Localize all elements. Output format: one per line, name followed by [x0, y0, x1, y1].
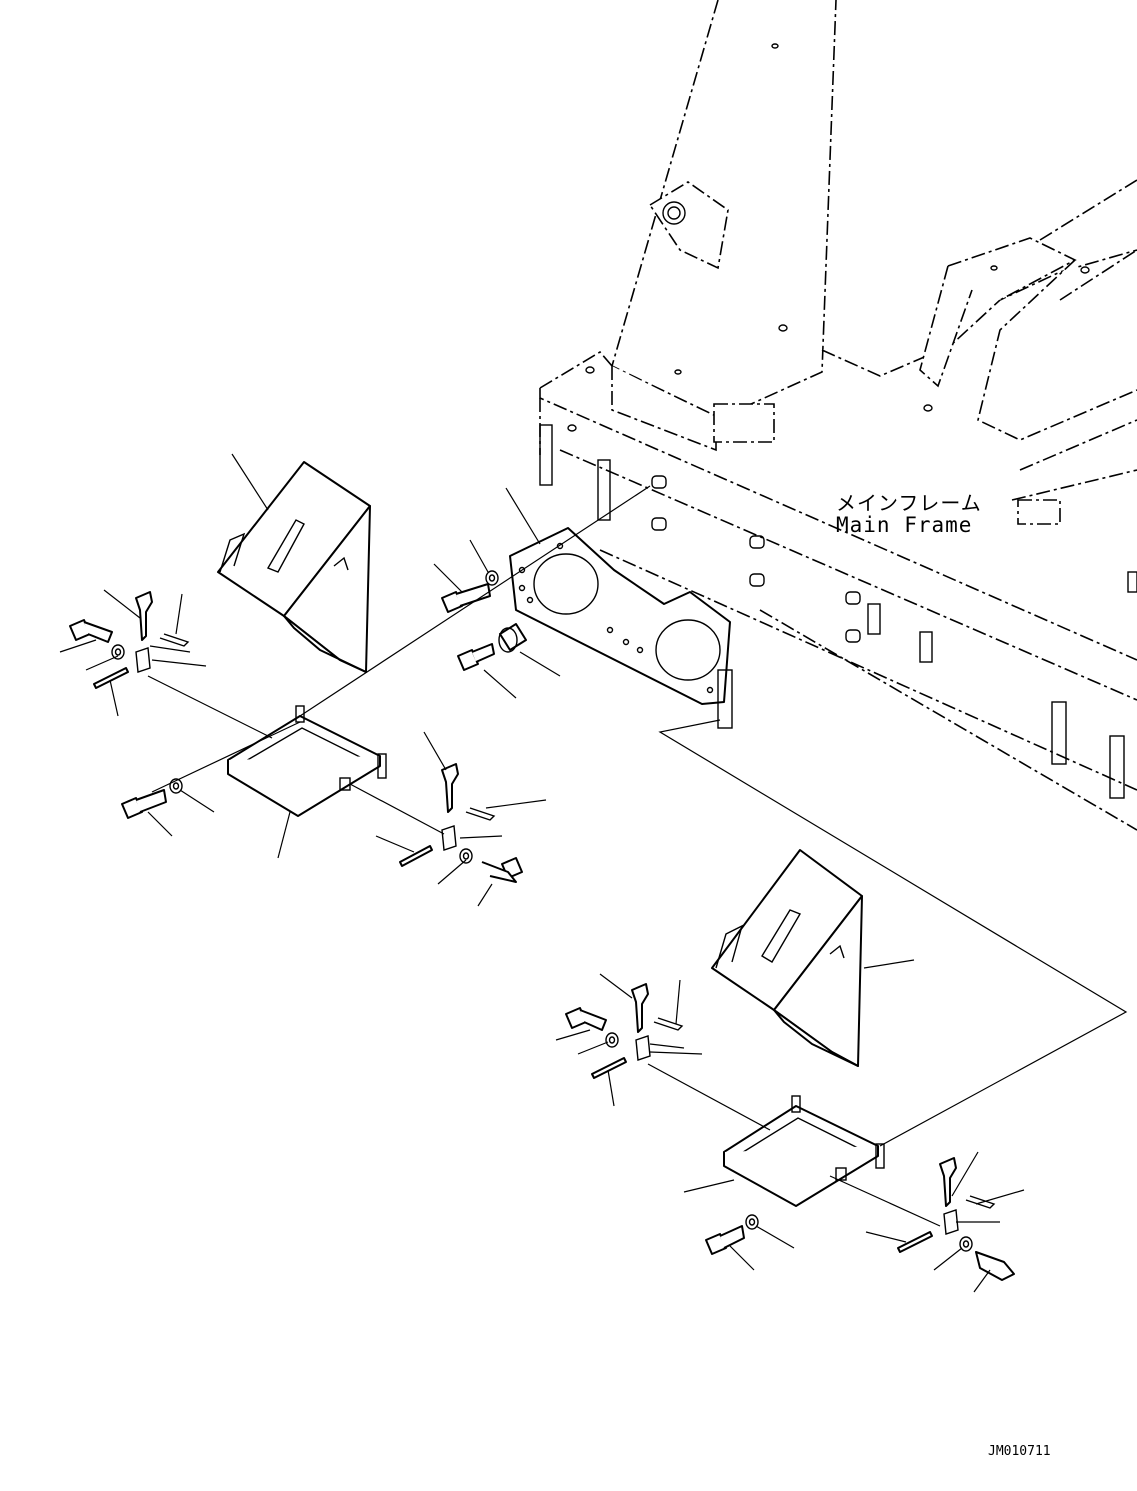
- lower-right-tray: [723, 1095, 885, 1207]
- main-frame-label-jp: メインフレーム: [836, 491, 982, 515]
- lower-right-cover: [711, 849, 863, 1067]
- center-bracket: [509, 527, 733, 729]
- drawing-code: JM010711: [988, 1444, 1051, 1459]
- main-frame-label-en: Main Frame: [836, 513, 973, 537]
- assembly-lines: [147, 485, 1128, 1227]
- lower-left-tray: [227, 705, 387, 817]
- main-frame-outline: [539, 0, 1137, 831]
- callout-leaders: [59, 453, 1025, 1293]
- upper-left-cover: [217, 461, 371, 673]
- fasteners: [69, 570, 1015, 1281]
